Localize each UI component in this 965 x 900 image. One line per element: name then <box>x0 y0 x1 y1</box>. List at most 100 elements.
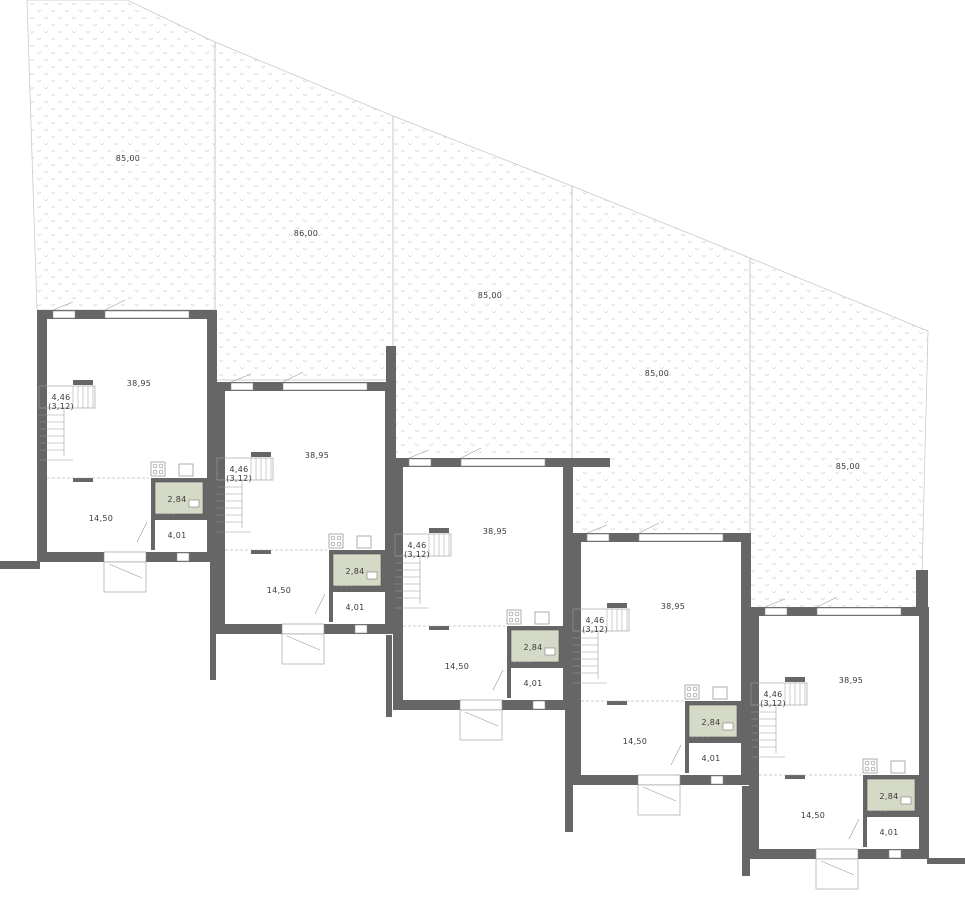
entrance-door <box>281 623 325 635</box>
stair-area: 4,46 <box>763 690 782 699</box>
window <box>104 310 190 319</box>
unit <box>215 371 395 665</box>
kitchen-area: 14,50 <box>445 662 469 671</box>
garden-area-label: 86,00 <box>294 229 318 238</box>
stair-landing <box>216 457 274 481</box>
unit <box>571 522 751 816</box>
bathroom-area: 2,84 <box>345 567 364 576</box>
bathroom <box>154 481 204 515</box>
stair-area: 4,46 <box>585 616 604 625</box>
party-wall <box>210 560 216 680</box>
sink <box>712 686 728 700</box>
sink <box>534 611 550 625</box>
stair-area: 4,46 <box>51 393 70 402</box>
stove <box>150 461 166 477</box>
sink <box>356 535 372 549</box>
unit <box>393 447 573 741</box>
garden-area-label: 85,00 <box>836 462 860 471</box>
party-wall <box>565 708 573 832</box>
living-room-area: 38,95 <box>127 379 151 388</box>
wall-right <box>385 382 395 634</box>
stair-landing <box>750 682 808 706</box>
window <box>460 458 546 467</box>
bathroom-area: 2,84 <box>879 792 898 801</box>
bathroom <box>510 629 560 663</box>
area-labels: 85,0086,0085,0085,0085,0038,954,46(3,12)… <box>48 154 898 837</box>
party-wall <box>0 561 40 569</box>
wall-right <box>919 607 929 859</box>
hall-area: 4,01 <box>879 828 898 837</box>
window <box>408 458 432 467</box>
garden-plot <box>214 41 394 381</box>
stove <box>862 758 878 774</box>
bathroom <box>332 553 382 587</box>
party-wall <box>927 858 965 864</box>
entrance-door <box>459 699 503 711</box>
living-room-area: 38,95 <box>839 676 863 685</box>
entrance-door <box>637 774 681 786</box>
window <box>638 533 724 542</box>
hall-area: 4,01 <box>523 679 542 688</box>
kitchen-area: 14,50 <box>623 737 647 746</box>
bathroom <box>688 704 738 738</box>
party-wall <box>386 346 396 458</box>
bathroom-area: 2,84 <box>701 718 720 727</box>
toilet <box>188 499 200 508</box>
stair-area-secondary: (3,12) <box>226 474 252 483</box>
party-wall <box>916 570 928 608</box>
stove <box>328 533 344 549</box>
stove <box>506 609 522 625</box>
bathroom-area: 2,84 <box>167 495 186 504</box>
window <box>52 310 76 319</box>
townhouse-units <box>0 299 965 890</box>
garden-plot <box>392 115 573 461</box>
unit <box>37 299 217 593</box>
stair-area-secondary: (3,12) <box>48 402 74 411</box>
sink <box>890 760 906 774</box>
garden-area-label: 85,00 <box>645 369 669 378</box>
bathroom <box>866 778 916 812</box>
living-room-area: 38,95 <box>661 602 685 611</box>
toilet <box>900 796 912 805</box>
hall-area: 4,01 <box>167 531 186 540</box>
garden-plot <box>571 185 751 536</box>
window <box>282 382 368 391</box>
kitchen-area: 14,50 <box>801 811 825 820</box>
unit <box>749 596 929 890</box>
toilet <box>366 571 378 580</box>
sink <box>178 463 194 477</box>
window <box>586 533 610 542</box>
stair-area-secondary: (3,12) <box>760 699 786 708</box>
garden-plot <box>749 257 929 611</box>
bathroom-area: 2,84 <box>523 643 542 652</box>
toilet <box>722 722 734 731</box>
garden-area-label: 85,00 <box>116 154 140 163</box>
stair-landing <box>38 385 96 409</box>
wall-right <box>563 458 573 710</box>
hall-area: 4,01 <box>701 754 720 763</box>
toilet <box>544 647 556 656</box>
entrance-door <box>815 848 859 860</box>
entrance-door <box>103 551 147 563</box>
stair-area: 4,46 <box>407 541 426 550</box>
window <box>764 607 788 616</box>
stair-landing <box>394 533 452 557</box>
hall-area: 4,01 <box>345 603 364 612</box>
living-room-area: 38,95 <box>483 527 507 536</box>
stove <box>684 684 700 700</box>
kitchen-area: 14,50 <box>89 514 113 523</box>
stair-area: 4,46 <box>229 465 248 474</box>
window <box>816 607 902 616</box>
stair-area-secondary: (3,12) <box>582 625 608 634</box>
garden-area-label: 85,00 <box>478 291 502 300</box>
window <box>230 382 254 391</box>
party-wall <box>386 635 392 717</box>
party-wall <box>565 458 610 467</box>
living-room-area: 38,95 <box>305 451 329 460</box>
stair-landing <box>572 608 630 632</box>
kitchen-area: 14,50 <box>267 586 291 595</box>
party-wall <box>742 786 750 876</box>
stair-area-secondary: (3,12) <box>404 550 430 559</box>
wall-right <box>741 533 751 785</box>
